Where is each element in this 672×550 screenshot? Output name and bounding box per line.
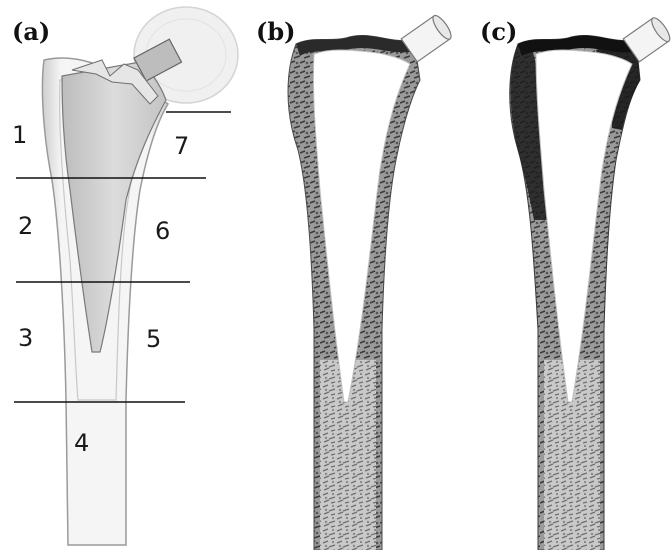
zone-label-7: 7 [174, 132, 189, 160]
panel-label-c: (c) [480, 17, 517, 46]
panel-label-b: (b) [256, 17, 296, 46]
panel-c: (c) [480, 15, 672, 550]
panel-label-a: (a) [12, 17, 50, 46]
zone-label-6: 6 [155, 217, 170, 245]
zone-label-4: 4 [74, 429, 89, 457]
zone-label-5: 5 [146, 325, 161, 353]
panel-a: 1 2 3 4 5 6 7 (a) [12, 7, 238, 545]
zone-label-3: 3 [18, 324, 33, 352]
zone-label-2: 2 [18, 212, 33, 240]
panel-b: (b) [256, 13, 454, 550]
zone-label-1: 1 [12, 121, 27, 149]
